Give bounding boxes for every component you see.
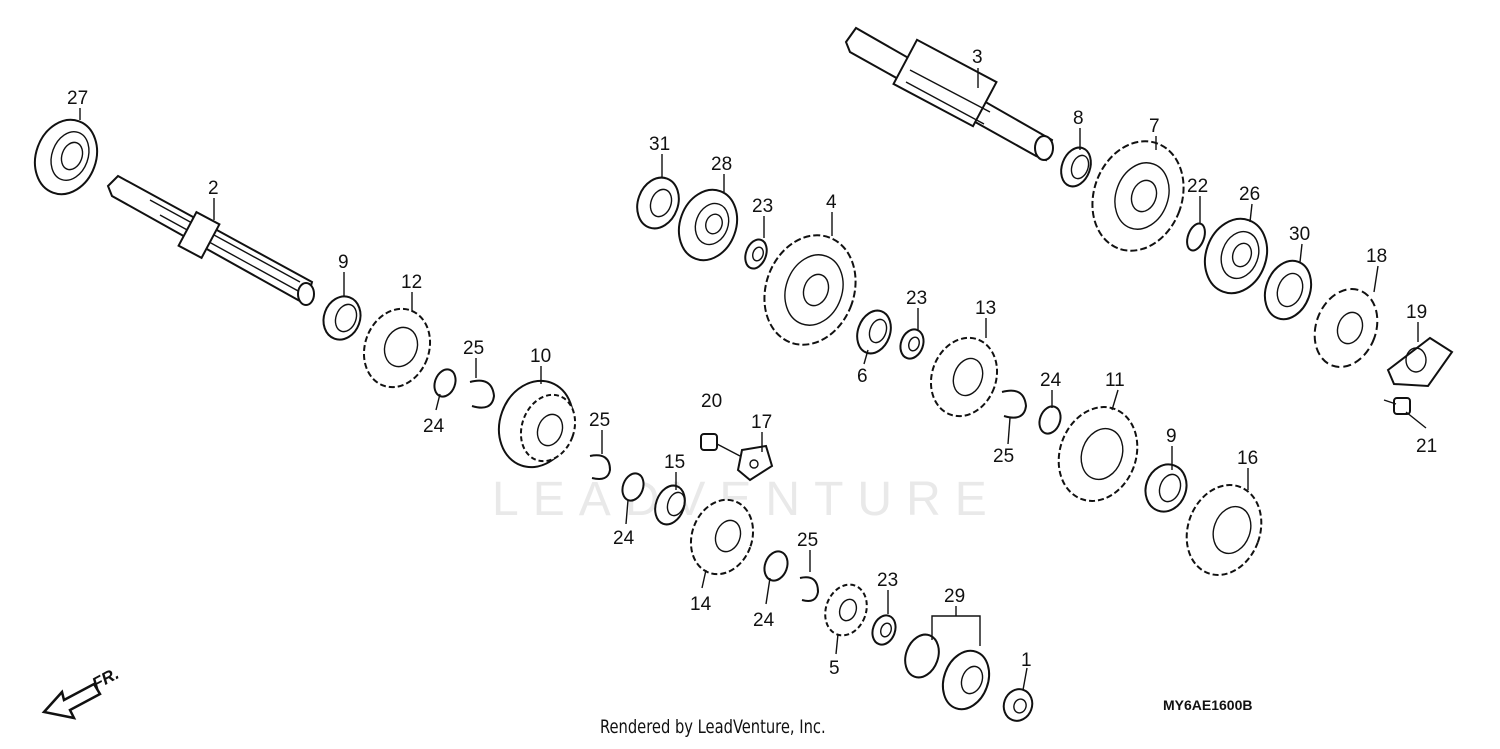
callout-18: 18: [1366, 246, 1387, 267]
callout-1: 1: [1021, 650, 1032, 671]
callout-28: 28: [711, 154, 732, 175]
callout-23-b: 23: [752, 196, 773, 217]
bushing-6[interactable]: [851, 306, 896, 358]
needle-bearing-29[interactable]: [899, 630, 996, 716]
callout-16: 16: [1237, 448, 1258, 469]
washer-24-c[interactable]: [761, 548, 792, 584]
bushing-15[interactable]: [650, 481, 690, 528]
bearing-26[interactable]: [1195, 210, 1277, 302]
callout-25-a: 25: [463, 338, 484, 359]
bearing-28[interactable]: [669, 182, 746, 269]
callout-25-b: 25: [589, 410, 610, 431]
callout-25-d: 25: [993, 446, 1014, 467]
callout-7: 7: [1149, 116, 1160, 137]
bearing-27[interactable]: [25, 111, 107, 203]
callout-23-a: 23: [877, 570, 898, 591]
gear-14[interactable]: [681, 491, 763, 583]
callout-9-left: 9: [338, 252, 349, 273]
oil-seal-30[interactable]: [1257, 254, 1319, 325]
leader-lines: [79, 68, 1427, 691]
countershaft-3[interactable]: [844, 26, 1054, 162]
gear-10[interactable]: [487, 370, 585, 477]
callouts: 27 2 9 12 25 24 10 25 24 20 17 15 14 24 …: [67, 47, 1437, 679]
callout-31: 31: [649, 134, 670, 155]
callout-27: 27: [67, 88, 88, 109]
callout-3: 3: [972, 47, 983, 68]
callout-25-c: 25: [797, 530, 818, 551]
washer-23-a[interactable]: [869, 612, 900, 648]
callout-19: 19: [1406, 302, 1427, 323]
callout-30: 30: [1289, 224, 1310, 245]
nut-1[interactable]: [999, 685, 1036, 725]
oring-22[interactable]: [1184, 221, 1209, 253]
callout-23-c: 23: [906, 288, 927, 309]
callout-20: 20: [701, 391, 722, 412]
callout-29: 29: [944, 586, 965, 607]
callout-24-d: 24: [1040, 370, 1062, 391]
callout-24-c: 24: [753, 610, 775, 631]
gear-5[interactable]: [818, 579, 873, 642]
bolt-21[interactable]: [1383, 397, 1411, 415]
gear-13[interactable]: [920, 328, 1008, 425]
footer-credit: Rendered by LeadVenture, Inc.: [600, 716, 826, 738]
callout-26: 26: [1239, 184, 1260, 205]
bushing-9-left[interactable]: [318, 291, 367, 345]
callout-15: 15: [664, 452, 685, 473]
washer-24-a[interactable]: [431, 366, 459, 399]
callout-17: 17: [751, 412, 772, 433]
callout-21: 21: [1416, 436, 1437, 457]
callout-12: 12: [401, 272, 422, 293]
circlip-25-b[interactable]: [589, 454, 612, 480]
gear-11[interactable]: [1046, 396, 1150, 512]
bolt-20[interactable]: [700, 433, 741, 457]
sprocket-18[interactable]: [1304, 280, 1388, 376]
plate-17[interactable]: [736, 444, 774, 482]
gear-7[interactable]: [1078, 128, 1199, 263]
callout-5: 5: [829, 658, 840, 679]
callout-9-right: 9: [1166, 426, 1177, 447]
washer-23-c[interactable]: [897, 326, 928, 362]
washer-24-b[interactable]: [619, 470, 647, 503]
callout-24-b: 24: [613, 528, 635, 549]
bushing-8[interactable]: [1056, 143, 1096, 190]
plate-19[interactable]: [1386, 336, 1454, 388]
bushing-9-right[interactable]: [1139, 459, 1193, 518]
front-direction-arrow-icon: FR.: [41, 664, 122, 720]
gear-12[interactable]: [353, 299, 441, 396]
washer-23-b[interactable]: [741, 236, 770, 271]
bearing-31[interactable]: [630, 172, 685, 235]
mainshaft-2[interactable]: [106, 174, 315, 306]
callout-13: 13: [975, 298, 996, 319]
callout-8: 8: [1073, 108, 1084, 129]
callout-2: 2: [208, 178, 219, 199]
gear-4[interactable]: [750, 222, 871, 357]
washer-24-d[interactable]: [1036, 403, 1064, 436]
diagram-code: MY6AE1600B: [1163, 697, 1253, 713]
callout-10: 10: [530, 346, 551, 367]
circlip-25-d[interactable]: [1001, 389, 1028, 419]
circlip-25-a[interactable]: [469, 379, 496, 409]
callout-22: 22: [1187, 176, 1208, 197]
callout-14: 14: [690, 594, 712, 615]
gear-16[interactable]: [1174, 474, 1273, 585]
callout-6: 6: [857, 366, 868, 387]
callout-11: 11: [1105, 370, 1125, 391]
callout-24-a: 24: [423, 416, 445, 437]
callout-4: 4: [826, 192, 837, 213]
circlip-25-c[interactable]: [799, 576, 820, 602]
